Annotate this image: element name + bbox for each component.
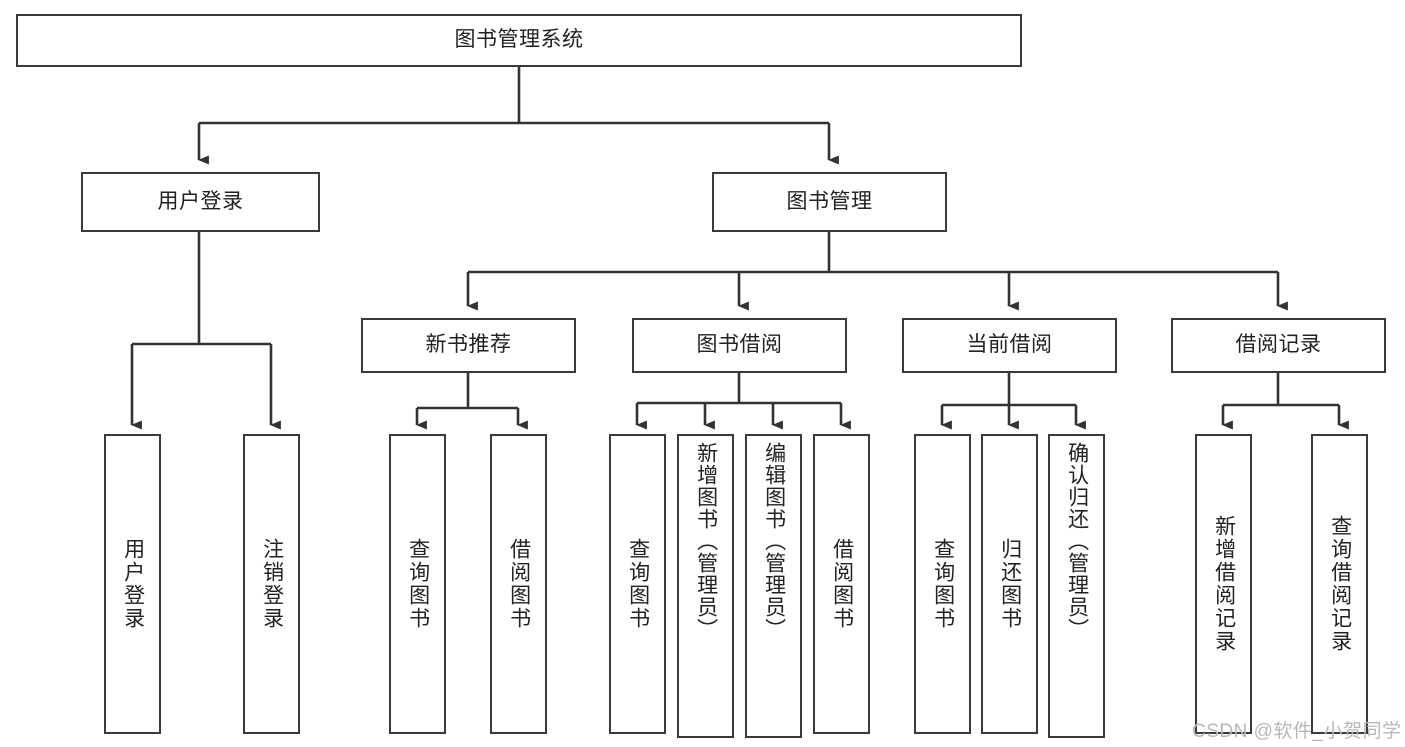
node-user-login-label: 用户登录 <box>157 189 244 213</box>
node-leaf-add-book[interactable]: 新增图书（管理员） <box>677 434 734 738</box>
node-leaf-logout[interactable]: 注销登录 <box>243 434 300 734</box>
node-book-manage-label: 图书管理 <box>786 189 873 213</box>
node-leaf-query-book-1-label: 查询图书 <box>406 538 430 630</box>
node-borrow-record-label: 借阅记录 <box>1235 333 1322 357</box>
node-leaf-borrow-book-1[interactable]: 借阅图书 <box>490 434 547 734</box>
node-leaf-query-book-2-label: 查询图书 <box>626 538 650 630</box>
node-leaf-confirm-return-label: 确认归还（管理员） <box>1065 442 1089 640</box>
node-leaf-return-book-label: 归还图书 <box>998 538 1022 630</box>
node-book-borrow[interactable]: 图书借阅 <box>632 318 847 373</box>
node-leaf-edit-book-label: 编辑图书（管理员） <box>762 442 786 640</box>
csdn-watermark: CSDN @软件_小贺同学 <box>1192 721 1402 742</box>
node-book-borrow-label: 图书借阅 <box>696 333 783 357</box>
node-leaf-return-book[interactable]: 归还图书 <box>981 434 1038 734</box>
node-current-borrow[interactable]: 当前借阅 <box>902 318 1117 373</box>
node-root[interactable]: 图书管理系统 <box>16 14 1022 67</box>
node-leaf-user-login-label: 用户登录 <box>121 538 145 630</box>
node-leaf-query-record[interactable]: 查询借阅记录 <box>1311 434 1368 734</box>
node-leaf-query-book-2[interactable]: 查询图书 <box>609 434 666 734</box>
node-leaf-query-record-label: 查询借阅记录 <box>1328 515 1352 653</box>
node-current-borrow-label: 当前借阅 <box>966 333 1053 357</box>
node-leaf-edit-book[interactable]: 编辑图书（管理员） <box>745 434 802 738</box>
node-new-book-recommend[interactable]: 新书推荐 <box>361 318 576 373</box>
node-leaf-confirm-return[interactable]: 确认归还（管理员） <box>1048 434 1105 738</box>
node-leaf-add-record[interactable]: 新增借阅记录 <box>1195 434 1252 734</box>
node-book-manage[interactable]: 图书管理 <box>712 172 947 232</box>
node-root-label: 图书管理系统 <box>454 28 584 52</box>
node-leaf-user-login[interactable]: 用户登录 <box>104 434 161 734</box>
node-leaf-add-record-label: 新增借阅记录 <box>1212 515 1236 653</box>
node-borrow-record[interactable]: 借阅记录 <box>1171 318 1386 373</box>
node-leaf-query-book-1[interactable]: 查询图书 <box>389 434 446 734</box>
node-leaf-add-book-label: 新增图书（管理员） <box>694 442 718 640</box>
node-leaf-query-book-3-label: 查询图书 <box>931 538 955 630</box>
node-leaf-logout-label: 注销登录 <box>260 538 284 630</box>
node-leaf-query-book-3[interactable]: 查询图书 <box>914 434 971 734</box>
node-leaf-borrow-book-1-label: 借阅图书 <box>507 538 531 630</box>
node-leaf-borrow-book-2-label: 借阅图书 <box>830 538 854 630</box>
node-user-login[interactable]: 用户登录 <box>81 172 320 232</box>
node-leaf-borrow-book-2[interactable]: 借阅图书 <box>813 434 870 734</box>
node-new-book-recommend-label: 新书推荐 <box>425 333 512 357</box>
